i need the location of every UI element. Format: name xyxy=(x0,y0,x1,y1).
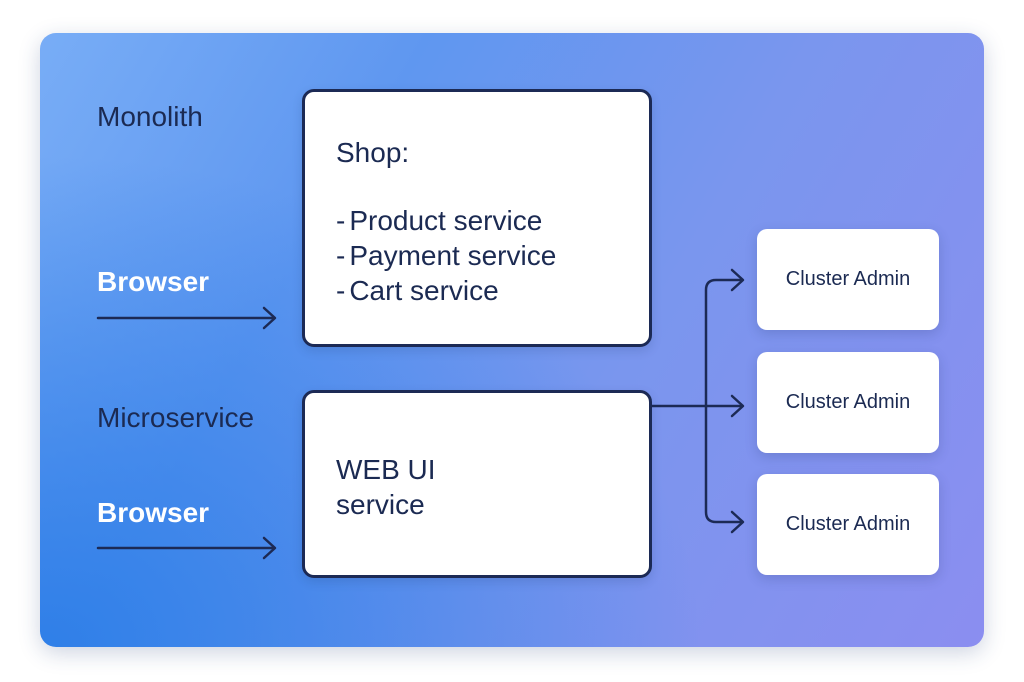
web-ui-box: WEB UI service xyxy=(302,390,652,578)
cluster-admin-box-1: Cluster Admin xyxy=(757,229,939,330)
cart-service-label: Cart service xyxy=(349,275,499,306)
shop-box: Shop: -Product service -Payment service … xyxy=(302,89,652,347)
shop-service-item: -Product service xyxy=(336,205,543,236)
monolith-browser-label: Browser xyxy=(97,266,210,297)
monolith-browser-arrowhead xyxy=(262,306,277,330)
cluster-admin-label: Cluster Admin xyxy=(785,391,911,413)
admin-2-arrowhead xyxy=(730,394,745,418)
cluster-admin-label: Cluster Admin xyxy=(785,513,911,535)
web-ui-line-2: service xyxy=(336,489,425,520)
branch-trunk xyxy=(704,278,744,524)
web-ui-line-1: WEB UI xyxy=(336,454,436,485)
microservice-browser-arrowhead xyxy=(262,536,277,560)
product-service-label: Product service xyxy=(349,205,543,236)
cluster-admin-box-2: Cluster Admin xyxy=(757,352,939,453)
shop-title: Shop: xyxy=(336,137,410,168)
monolith-label: Monolith xyxy=(97,101,203,132)
shop-service-item: -Payment service xyxy=(336,240,557,271)
admin-3-arrowhead xyxy=(730,510,745,534)
cluster-admin-label: Cluster Admin xyxy=(785,268,911,290)
payment-service-label: Payment service xyxy=(349,240,557,271)
microservice-browser-label: Browser xyxy=(97,497,210,528)
cluster-admin-box-3: Cluster Admin xyxy=(757,474,939,575)
shop-service-item: -Cart service xyxy=(336,275,499,306)
admin-1-arrowhead xyxy=(730,268,745,292)
microservice-label: Microservice xyxy=(97,402,255,433)
